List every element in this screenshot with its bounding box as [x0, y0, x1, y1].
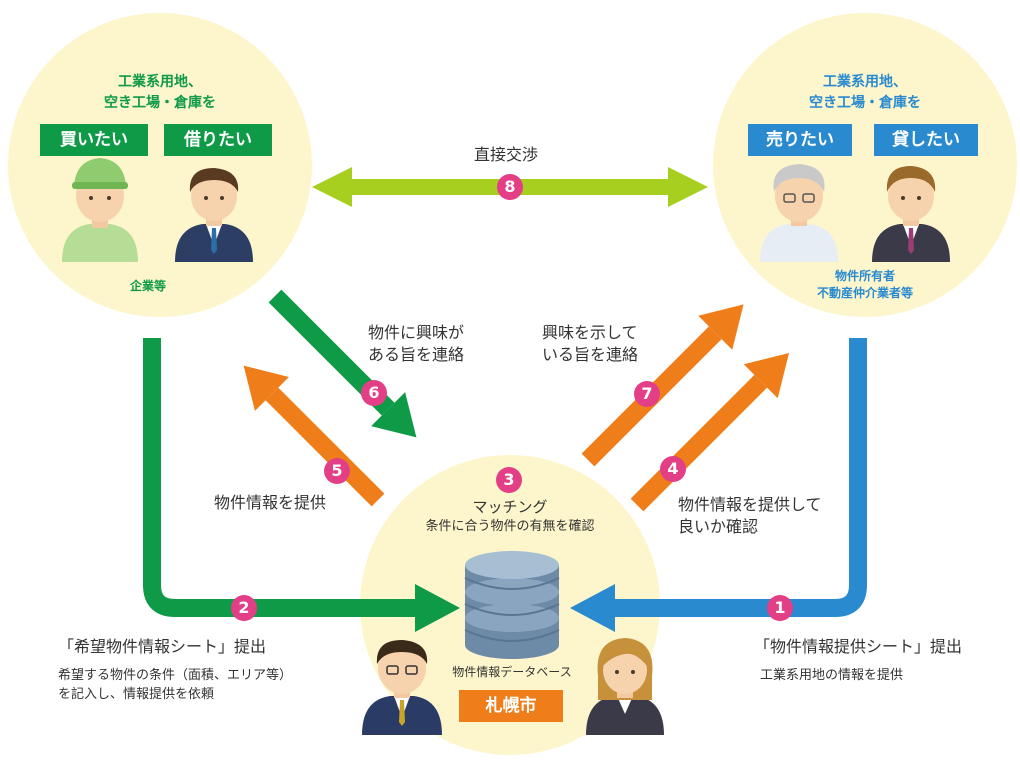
step7-label: 興味を示して いる旨を連絡	[542, 322, 638, 366]
left-title-line2: 空き工場・倉庫を	[104, 95, 216, 111]
step1-number: 1	[767, 595, 793, 621]
step4-label: 物件情報を提供して 良いか確認	[678, 494, 822, 538]
step7-line2: いる旨を連絡	[542, 345, 639, 364]
step6-line2: ある旨を連絡	[368, 345, 465, 364]
database-icon	[464, 551, 560, 659]
step4-line1: 物件情報を提供して	[678, 495, 822, 514]
right-circle-title: 工業系用地、 空き工場・倉庫を	[765, 72, 965, 114]
step6-label: 物件に興味が ある旨を連絡	[368, 322, 464, 366]
database-label: 物件情報データベース	[452, 665, 572, 679]
step2-title: 「希望物件情報シート」提出	[58, 637, 267, 656]
step3-number: 3	[496, 467, 522, 493]
left-circle	[8, 13, 312, 317]
step6-number: 6	[361, 380, 387, 406]
arrow-7-interest-notify	[581, 304, 744, 467]
step4-number: 4	[660, 456, 686, 482]
step2-desc-line2: を記入し、情報提供を依頼	[58, 687, 215, 702]
step7-number: 7	[634, 381, 660, 407]
right-title-line2: 空き工場・倉庫を	[809, 95, 921, 111]
arrow-2-request-sheet	[143, 338, 460, 632]
step5-number: 5	[324, 458, 350, 484]
step4-line2: 良いか確認	[678, 517, 759, 536]
businessman-person-icon	[872, 166, 950, 262]
right-caption-line2: 不動産仲介業者等	[816, 286, 913, 300]
step1-description: 工業系用地の情報を提供	[760, 668, 904, 683]
step8-number: 8	[497, 174, 523, 200]
right-caption-line1: 物件所有者	[834, 269, 895, 283]
tag-buy: 買いたい	[40, 124, 148, 156]
matching-subtitle: 条件に合う物件の有無を確認	[425, 519, 595, 534]
arrow-5-provide-info	[243, 365, 385, 507]
left-caption: 企業等	[129, 279, 166, 293]
step6-line1: 物件に興味が	[368, 323, 465, 342]
matching-title: マッチング	[472, 498, 548, 516]
step8-label: 直接交渉	[474, 145, 539, 164]
tag-sell: 売りたい	[748, 124, 852, 156]
arrow-1-provide-sheet	[570, 338, 867, 632]
worker-person-icon	[62, 158, 138, 262]
businessman-person-icon	[175, 168, 253, 262]
step2-number: 2	[231, 595, 257, 621]
city-staff-man-icon	[362, 640, 442, 735]
city-staff-woman-icon	[586, 638, 664, 735]
right-caption: 物件所有者 不動産仲介業者等	[790, 268, 940, 302]
left-title-line1: 工業系用地、	[118, 74, 202, 90]
step2-description: 希望する物件の条件（面積、エリア等） を記入し、情報提供を依頼	[58, 666, 292, 704]
right-title-line1: 工業系用地、	[823, 74, 907, 90]
step2-desc-line1: 希望する物件の条件（面積、エリア等）	[58, 668, 293, 683]
tag-lend: 貸したい	[874, 124, 978, 156]
step5-label: 物件情報を提供	[214, 493, 327, 512]
tag-rent: 借りたい	[164, 124, 272, 156]
city-tag: 札幌市	[459, 690, 563, 722]
left-circle-title: 工業系用地、 空き工場・倉庫を	[60, 72, 260, 114]
elderly-person-icon	[760, 164, 838, 262]
arrow-6-interest-contact	[268, 289, 417, 438]
step1-title: 「物件情報提供シート」提出	[754, 637, 963, 656]
step7-line1: 興味を示して	[542, 323, 638, 342]
